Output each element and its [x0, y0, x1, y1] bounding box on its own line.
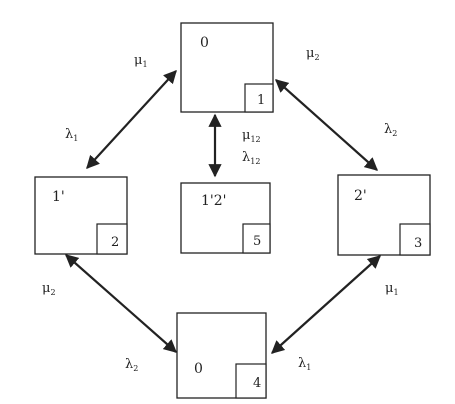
state-top-label: 0 [200, 35, 209, 51]
state-left: 1' 2 [34, 176, 128, 255]
state-bottom-number: 4 [253, 376, 261, 391]
rate-bottom-left-mu: μ2 [42, 281, 56, 297]
edge-left-bottom [65, 254, 177, 353]
state-right-label: 2' [354, 188, 367, 204]
edge-right-bottom [271, 255, 381, 354]
state-left-number: 2 [111, 235, 119, 250]
state-bottom-label: 0 [194, 361, 203, 377]
state-bottom: 0 4 [176, 312, 267, 399]
state-center-number: 5 [253, 234, 261, 249]
rate-bottom-right-mu: μ1 [385, 281, 399, 297]
edge-top-right [275, 79, 378, 171]
state-top-number: 1 [257, 93, 265, 108]
rate-top-right-mu: μ2 [306, 46, 320, 62]
edge-top-left [86, 70, 177, 169]
rate-top-right-lambda: λ2 [384, 122, 397, 138]
rate-top-left-lambda: λ1 [65, 127, 78, 143]
state-center: 1'2' 5 [180, 182, 271, 254]
rate-top-left-mu: μ1 [134, 53, 148, 69]
state-center-label: 1'2' [201, 193, 227, 209]
state-top: 0 1 [180, 22, 274, 113]
rate-center-lambda: λ12 [242, 150, 260, 166]
state-right: 2' 3 [337, 174, 431, 256]
state-right-number: 3 [414, 236, 422, 251]
state-left-label: 1' [52, 189, 65, 205]
rate-bottom-right-lambda: λ1 [298, 356, 311, 372]
rate-center-mu: μ12 [242, 128, 261, 144]
rate-bottom-left-lambda: λ2 [125, 357, 138, 373]
